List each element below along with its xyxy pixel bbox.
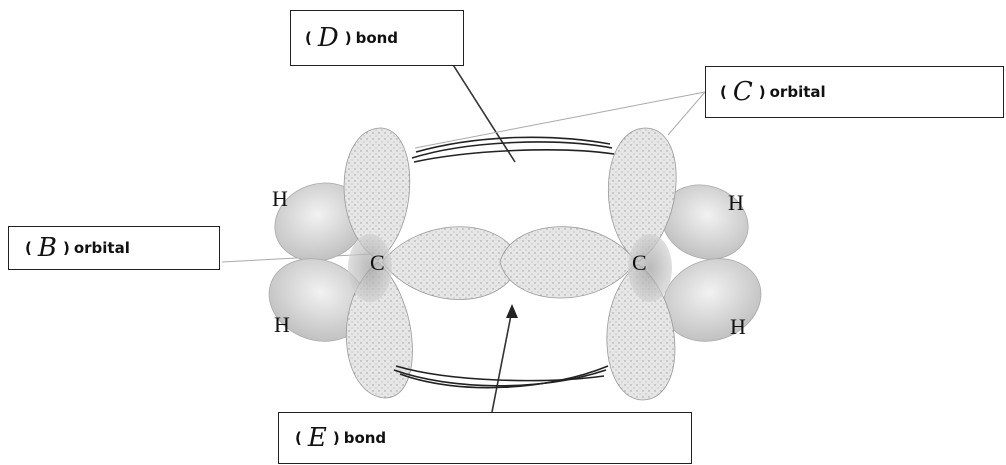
leader-e: [492, 310, 512, 412]
paren-open: (: [25, 239, 32, 257]
label-word-orbital: orbital: [770, 83, 826, 101]
carbon-left-symbol: C: [370, 250, 385, 275]
hydrogen-bottom-left-symbol: H: [274, 312, 290, 337]
carbon-right-symbol: C: [632, 250, 647, 275]
sigma-lobe-right: [500, 227, 636, 298]
leader-e-arrowhead: [506, 304, 518, 318]
sigma-lobe-left: [382, 227, 520, 300]
sigma-bond-lobes: [382, 227, 636, 300]
paren-open: (: [305, 29, 312, 47]
handwritten-letter-c: C: [733, 79, 753, 105]
paren-close: ): [345, 29, 352, 47]
paren-open: (: [720, 83, 727, 101]
label-box-c: ( C ) orbital: [705, 66, 1004, 118]
label-word-bond: bond: [356, 29, 398, 47]
paren-close: ): [63, 239, 70, 257]
handwritten-letter-b: B: [38, 235, 57, 261]
handwritten-letter-d: D: [318, 25, 339, 51]
handwritten-letter-e: E: [308, 425, 327, 451]
hydrogen-bottom-right-symbol: H: [730, 314, 746, 339]
paren-open: (: [295, 429, 302, 447]
label-box-b: ( B ) orbital: [8, 226, 220, 270]
hydrogen-top-right-symbol: H: [728, 190, 744, 215]
label-word-bond: bond: [344, 429, 386, 447]
paren-close: ): [333, 429, 340, 447]
label-box-d: ( D ) bond: [290, 10, 464, 66]
paren-close: ): [759, 83, 766, 101]
hydrogen-top-left-symbol: H: [272, 186, 288, 211]
label-word-orbital: orbital: [74, 239, 130, 257]
label-box-e: ( E ) bond: [278, 412, 692, 464]
